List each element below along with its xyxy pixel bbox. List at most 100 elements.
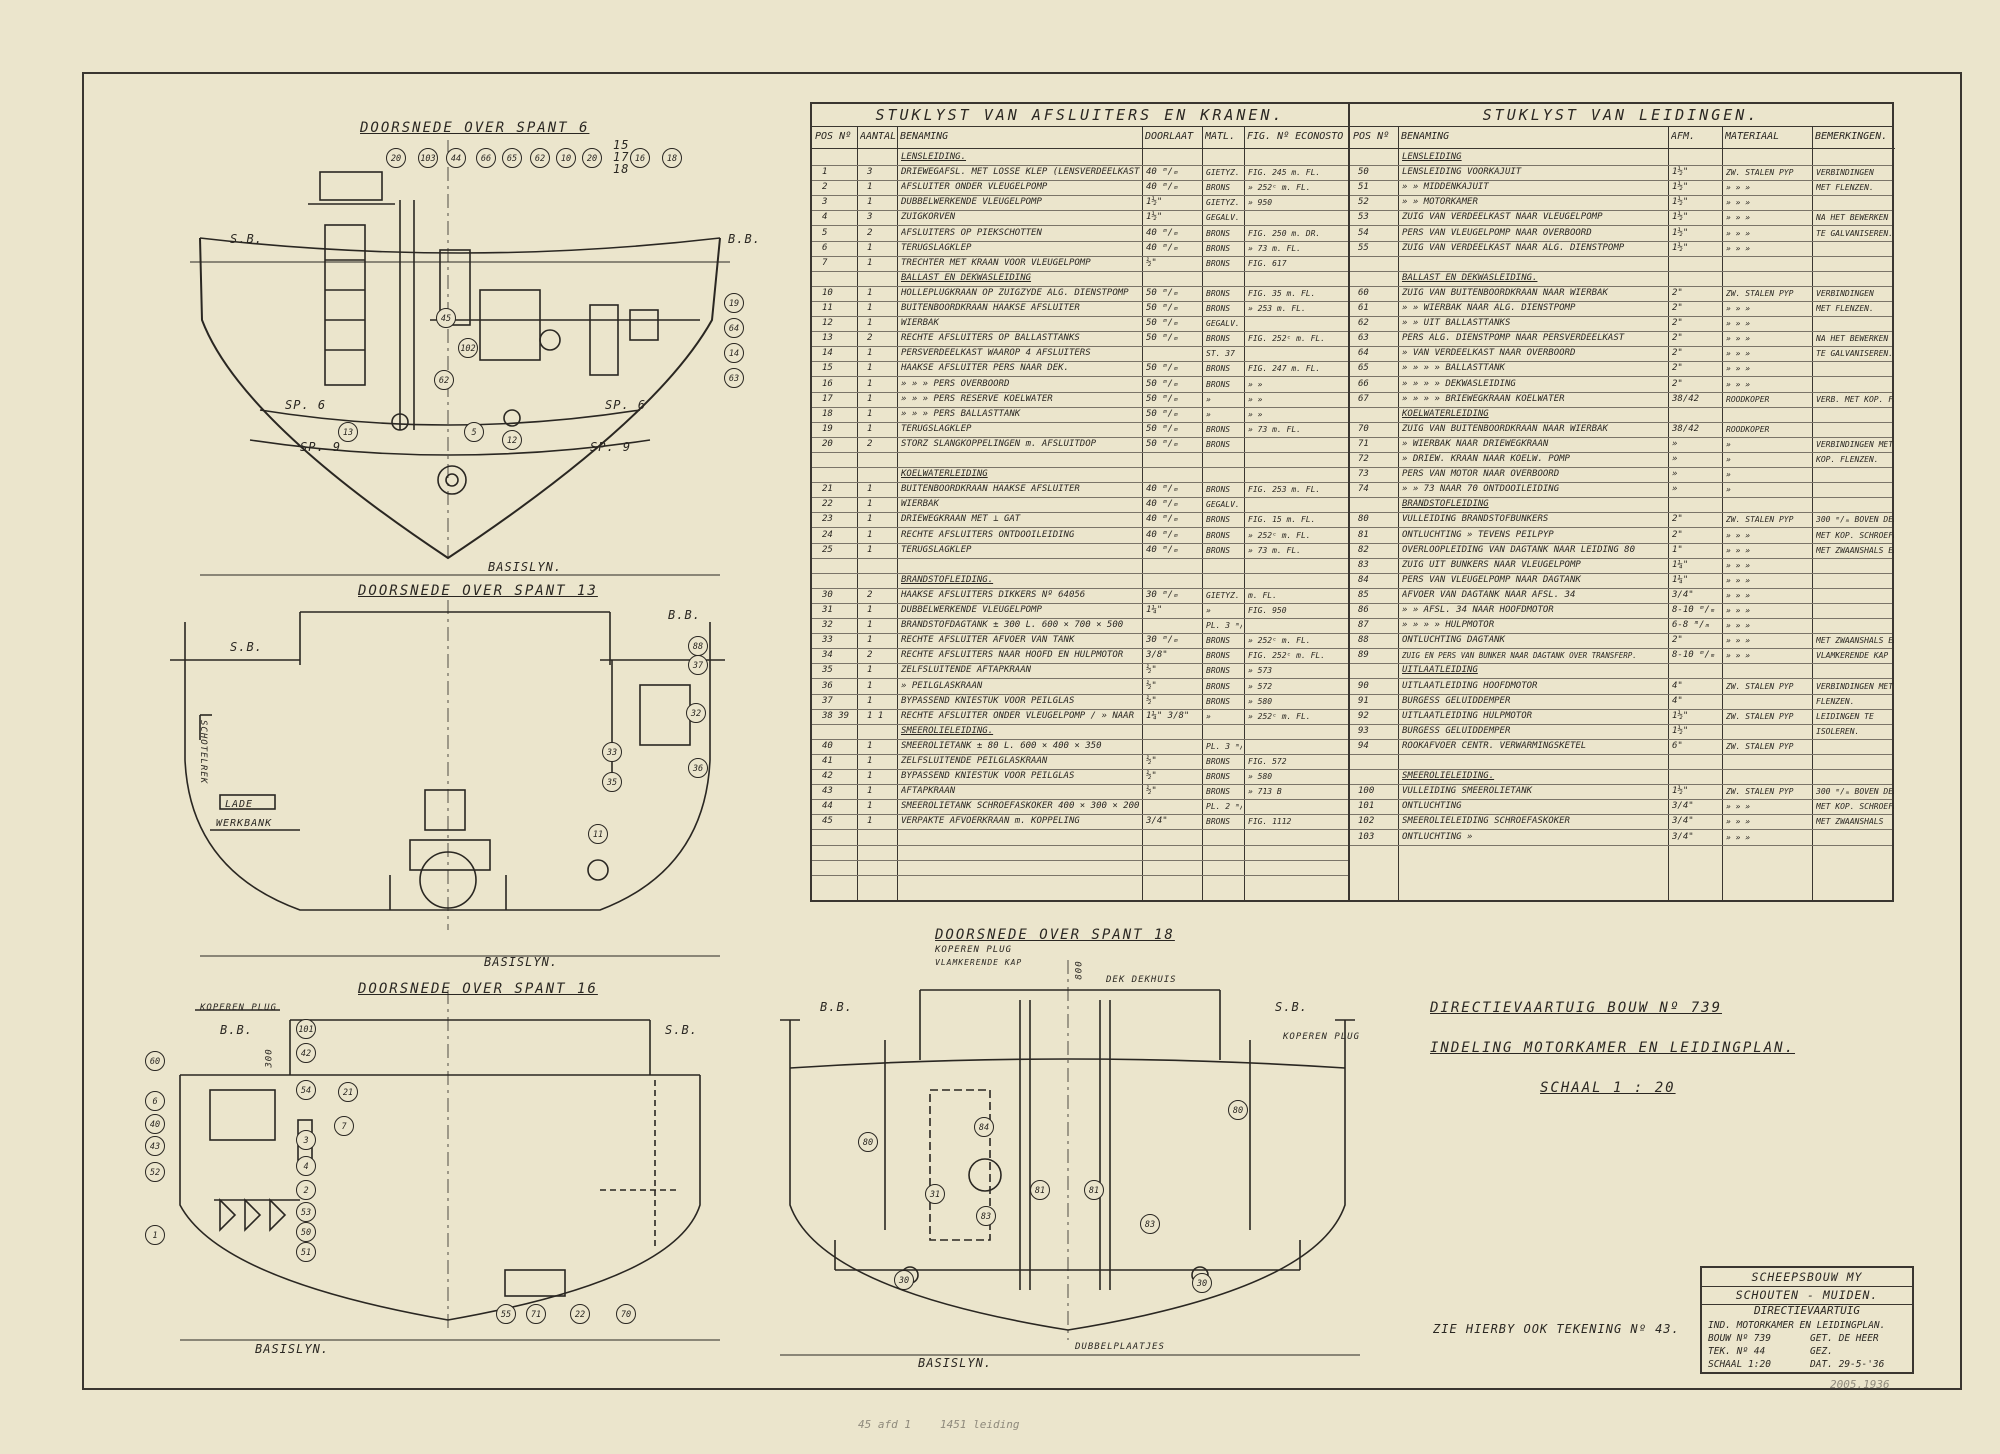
pipes-cell-pos: 103 [1358, 831, 1375, 842]
valves-cell-pos: 35 [822, 665, 833, 676]
pipes-cell-pos: 65 [1358, 363, 1369, 374]
pipes-cell-name: » WIERBAK NAAR DRIEWEGKRAAN [1402, 438, 1549, 449]
callout-marker: 84 [974, 1117, 994, 1137]
valves-cell-m: BRONS [1206, 364, 1231, 374]
dim-300-16: 300 [264, 1048, 275, 1068]
tb-tek: TEK. Nº 44 [1708, 1346, 1766, 1357]
valves-cell-f: » 73 m. FL. [1248, 545, 1301, 555]
pipes-cell-name: BURGESS GELUIDDEMPER [1402, 695, 1511, 706]
pipes-cell-pos: 50 [1358, 167, 1369, 178]
valves-cell-name: BYPASSEND KNIESTUK VOOR PEILGLAS [901, 695, 1075, 706]
callout-marker: 102 [458, 338, 478, 358]
pipes-cell-m: » » » [1726, 319, 1751, 329]
valves-cell-m: BRONS [1206, 288, 1231, 298]
pipes-cell-b: TE GALVANISEREN. [1816, 349, 1894, 359]
valves-cell-name: BALLAST EN DEKWASLEIDING [901, 272, 1032, 283]
pipes-cell-name: » » AFSL. 34 NAAR HOOFDMOTOR [1402, 605, 1554, 615]
callout-marker: 32 [686, 703, 706, 723]
valves-cell-name: WIERBAK [901, 318, 939, 329]
pipes-cell-pos: 88 [1358, 635, 1369, 646]
valves-cell-f: » 573 [1248, 666, 1273, 676]
valves-cell-m: BRONS [1206, 379, 1231, 389]
pipes-cell-a: 3/4" [1672, 589, 1694, 600]
label-bb-18: B.B. [820, 1000, 853, 1014]
callout-marker: 80 [1228, 1100, 1248, 1120]
label-sb-6: S.B. [230, 232, 263, 246]
valves-cell-n: 1 [867, 484, 873, 495]
pipes-cell-m: ZW. STALEN PYP [1726, 515, 1794, 525]
valves-col-fig-header: FIG. Nº ECONOSTO [1247, 126, 1351, 149]
valves-cell-d: 1¼" 3/8" [1146, 710, 1190, 721]
callout-marker: 5 [464, 422, 484, 442]
tb-vessel: DIRECTIEVAARTUIG [1754, 1304, 1860, 1317]
tb-get: GET. DE HEER [1810, 1333, 1879, 1344]
valves-cell-f: FIG. 35 m. FL. [1248, 288, 1316, 298]
valves-cell-name: RECHTE AFSLUITERS ONTDOOILEIDING [901, 529, 1075, 540]
valves-cell-m: » [1206, 606, 1211, 615]
valves-cell-name: » » » PERS OVERBOORD [901, 378, 1010, 389]
callout-marker: 30 [1192, 1273, 1212, 1293]
pipes-cell-pos: 64 [1358, 348, 1369, 359]
pipes-cell-m: » » » [1726, 183, 1751, 193]
valves-cell-n: 3 [867, 167, 873, 178]
callout-marker: 51 [296, 1242, 316, 1262]
pipes-cell-name: » » MIDDENKAJUIT [1402, 182, 1489, 193]
table-row: BALLAST EN DEKWASLEIDING [812, 271, 1348, 287]
pipes-cell-b: 300 ᵐ/ₘ BOVEN DEK [1816, 515, 1894, 525]
pipes-cell-pos: 67 [1358, 393, 1369, 404]
pipes-cell-a: » [1672, 484, 1678, 495]
valves-cell-name: TERUGSLAGKLEP [901, 423, 972, 434]
pipes-cell-a: 2" [1672, 378, 1683, 389]
valves-col-doorlaat-header: DOORLAAT [1145, 126, 1201, 149]
pipes-cell-a: 1¼" [1672, 574, 1689, 585]
valves-cell-n: 1 [867, 771, 873, 782]
valves-cell-name: HAAKSE AFSLUITERS DIKKERS Nº 64056 [901, 589, 1086, 600]
valves-col-benaming-header: BENAMING [900, 126, 1141, 149]
pipes-cell-name: VULLEIDING BRANDSTOFBUNKERS [1402, 514, 1549, 525]
callout-marker: 80 [858, 1132, 878, 1152]
valves-cell-n: 1 [867, 197, 873, 208]
pipes-cell-a: » [1672, 469, 1678, 480]
pipes-cell-b: KOP. FLENZEN. [1816, 455, 1879, 464]
pipes-cell-m: » » » [1726, 530, 1751, 540]
valves-cell-name: AFTAPKRAAN [901, 786, 956, 797]
table-row [1350, 256, 1892, 272]
valves-cell-n: 1 [867, 544, 873, 555]
valves-cell-d: 40 ᵐ/ₘ [1146, 529, 1179, 540]
callout-marker: 13 [338, 422, 358, 442]
valves-cell-d: 50 ᵐ/ₘ [1146, 287, 1179, 298]
valves-cell-n: 1 [867, 680, 873, 691]
valves-cell-f: » 950 [1248, 198, 1273, 208]
pipes-cell-pos: 86 [1358, 605, 1369, 615]
callout-marker: 70 [616, 1304, 636, 1324]
valves-cell-f: » » [1248, 394, 1263, 404]
drawing-scale: SCHAAL 1 : 20 [1540, 1080, 1676, 1096]
table-row: 71» WIERBAK NAAR DRIEWEGKRAAN»»VERBINDIN… [1350, 437, 1893, 453]
valves-cell-d: 30 ᵐ/ₘ [1146, 635, 1179, 646]
valves-cell-name: SMEEROLIELEIDING. [901, 725, 994, 736]
valves-cell-m: PL. 2 ᵐ/ₘ [1206, 802, 1242, 812]
valves-cell-d: ½" [1146, 771, 1157, 782]
pipes-cell-a: 2" [1672, 529, 1683, 540]
pipes-cell-m: » » » [1726, 349, 1751, 359]
pipes-cell-pos: 54 [1358, 227, 1369, 238]
valves-cell-pos: 14 [822, 348, 833, 359]
section-6-drawing [190, 140, 730, 560]
valves-cell-pos: 44 [822, 801, 833, 812]
valves-cell-f: » 73 m. FL. [1248, 424, 1301, 434]
valves-cell-name: » » » PERS RESERVE KOELWATER [901, 393, 1053, 404]
valves-cell-name: DUBBELWERKENDE VLEUGELPOMP [901, 197, 1042, 208]
callout-marker: 44 [446, 148, 466, 168]
pipes-cell-name: ONTLUCHTING » TEVENS PEILPYP [1402, 529, 1554, 540]
valves-cell-f: FIG. 15 m. FL. [1248, 515, 1316, 525]
valves-cell-f: » 713 B [1248, 787, 1282, 797]
